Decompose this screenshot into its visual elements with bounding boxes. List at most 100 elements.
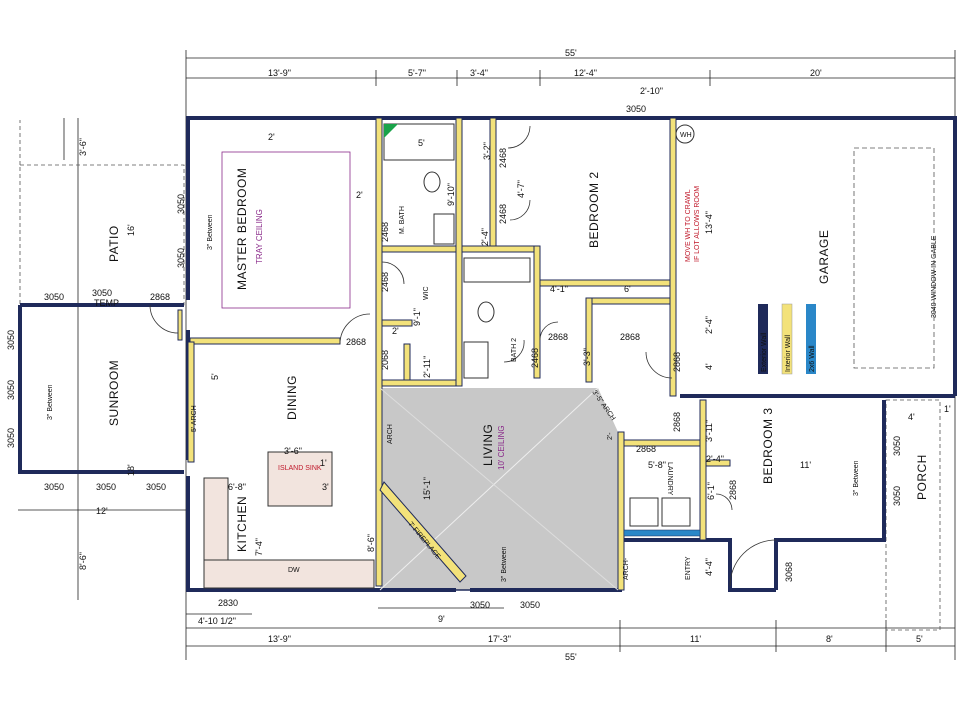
legend-2x6-label: 2x6 Wall: [809, 345, 816, 372]
dim-top-1: 13'-9": [268, 68, 291, 78]
dim-2c: 2': [392, 326, 399, 336]
dim-top-4: 12'-4": [574, 68, 597, 78]
room-label-entry: ENTRY: [685, 556, 692, 580]
dim-7-4: 7'-4": [254, 538, 264, 556]
door-2468-e: 2468: [530, 348, 540, 368]
dim-15-1: 15'-1": [422, 477, 432, 500]
door-2868-laundry: 2868: [636, 444, 656, 454]
room-label-sunroom: SUNROOM: [107, 360, 121, 426]
window-3050-top: 3050: [626, 104, 646, 114]
living-diagonal: [379, 387, 599, 591]
legend-interior-swatch: [781, 303, 793, 375]
dim-5b: 5': [210, 373, 220, 380]
note-between-living: 3" Between: [501, 546, 508, 582]
window-sun-left-3: 3050: [6, 428, 16, 448]
sink-bath2: [463, 341, 489, 379]
dim-3: 3': [322, 482, 329, 492]
bathtub: [463, 257, 531, 283]
dim-3-2: 3'-2": [482, 142, 492, 160]
door-swings: [149, 125, 777, 587]
door-2868-d: 2868: [672, 352, 682, 372]
dryer: [661, 497, 691, 527]
window-garage-gable: 3040 WINDOW IN GABLE: [931, 235, 938, 318]
legend-exterior-swatch: [758, 304, 768, 374]
note-arch-dining: 5' ARCH: [191, 405, 198, 432]
dim-bottom-4-10: 4'-10 1/2": [198, 616, 236, 626]
dim-top-5: 20': [810, 68, 822, 78]
window-sun-bottom-3: 3050: [146, 482, 166, 492]
kitchen-counter-bottom: [203, 559, 375, 589]
room-label-laundry: LAUNDRY: [666, 462, 673, 496]
dim-6: 6': [624, 284, 631, 294]
room-label-master: MASTER BEDROOM: [235, 168, 249, 290]
dim-1: 1': [320, 458, 327, 468]
dim-2-11: 2'-11": [422, 356, 432, 378]
note-move-wh-2: IF LOT ALLOWS ROOM: [694, 186, 701, 262]
legend: Exterior Wall Interior Wall 2x6 Wall: [758, 303, 816, 375]
dim-9-10: 9'-10": [446, 183, 456, 206]
legend-exterior-label: Exterior Wall: [761, 332, 768, 372]
note-wh: WH: [680, 132, 692, 139]
dim-1b: 1': [944, 404, 951, 414]
window-3050-mb2: 3050: [176, 248, 186, 268]
water-heater: [675, 124, 695, 144]
window-temp-label: TEMP: [94, 298, 119, 308]
room-label-bedroom3: BEDROOM 3: [761, 407, 775, 484]
dim-left-18: 18': [126, 464, 136, 476]
dim-8-6b: 8'-6": [366, 534, 376, 552]
window-sun-left-1: 3050: [6, 330, 16, 350]
window-porch-1: 3050: [892, 436, 902, 456]
dim-bottom-1: 13'-9": [268, 634, 291, 644]
dim-6-8: 6'-8": [228, 482, 246, 492]
dim-bottom-5: 5': [916, 634, 923, 644]
dim-2-4: 2'-4": [480, 228, 490, 246]
window-3050-mb: 3050: [176, 194, 186, 214]
dim-3-3: 3'-3": [582, 348, 592, 366]
note-dw: DW: [288, 567, 300, 574]
dim-bottom-9: 9': [438, 614, 445, 624]
dim-left-12: 12': [96, 506, 108, 516]
tray-ceiling: [221, 151, 351, 309]
dim-3-6: 3'-6": [284, 446, 302, 456]
door-2868-b3: 2868: [728, 480, 738, 500]
room-label-patio: PATIO: [107, 225, 121, 262]
window-3050-temp: 3050: [92, 288, 112, 298]
interior-walls: [177, 117, 731, 591]
room-sub-living: 10' CEILING: [497, 425, 506, 470]
door-2868-e: 2868: [672, 412, 682, 432]
dim-9-1: 9'-1": [412, 308, 422, 326]
toilet-bath2: [477, 301, 495, 323]
dim-4-1: 4'-1": [550, 284, 568, 294]
dim-bottom-4: 8': [826, 634, 833, 644]
dim-left-8-6: 8'-6": [78, 552, 88, 570]
toilet-mbath: [423, 171, 441, 193]
washer: [629, 497, 659, 527]
dim-bottom-total: 55': [565, 652, 577, 662]
note-arch-2: 2'-: [607, 432, 614, 440]
room-label-porch: PORCH: [915, 454, 929, 500]
room-label-garage: GARAGE: [817, 230, 831, 284]
door-2468-d: 2468: [498, 204, 508, 224]
door-2868-c: 2868: [620, 332, 640, 342]
kitchen-island: [267, 451, 333, 507]
dim-11: 11': [800, 460, 811, 470]
note-arch-entry: ARCH-: [623, 557, 630, 580]
door-2868-sun: 2868: [150, 292, 170, 302]
dim-top-2: 5'-7": [408, 68, 426, 78]
dim-left-3-6: 3'-6": [78, 138, 88, 156]
dim-left-16: 16': [126, 224, 136, 236]
dim-2b: 2': [356, 190, 363, 200]
door-2468-c: 2468: [498, 148, 508, 168]
dim-2-4b: 2'-4": [704, 316, 714, 334]
garage-gable: [853, 147, 935, 369]
dim-6-1: 6'-1": [706, 482, 716, 500]
door-2868-b2: 2868: [548, 332, 568, 342]
dim-13-4: 13'-4": [704, 211, 714, 234]
door-2468-b: 2468: [380, 272, 390, 292]
door-3068: 3068: [784, 562, 794, 582]
door-2830: 2830: [218, 598, 238, 608]
room-sub-master: TRAY CEILING: [255, 209, 264, 264]
note-island-sink: ISLAND SINK: [278, 465, 322, 472]
dim-top-2-10: 2'-10": [640, 86, 663, 96]
window-sun-bottom-2: 3050: [96, 482, 116, 492]
